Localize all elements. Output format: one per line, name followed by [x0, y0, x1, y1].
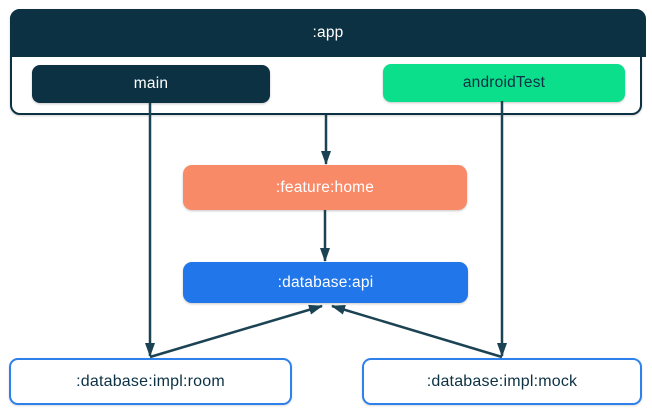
node-source-set-androidtest: androidTest — [383, 64, 625, 102]
node-app-header: :app — [10, 9, 646, 57]
androidtest-label: androidTest — [462, 74, 546, 91]
main-label: main — [133, 75, 169, 92]
database-api-label: :database:api — [277, 273, 374, 291]
node-source-set-main: main — [32, 65, 270, 103]
app-label: :app — [312, 24, 344, 41]
database-impl-mock-label: :database:impl:mock — [426, 372, 578, 390]
arrow-impl-mock-to-database-api — [331, 304, 503, 359]
feature-home-label: :feature:home — [275, 178, 375, 196]
arrow-impl-room-to-database-api — [149, 304, 323, 359]
node-database-impl-mock: :database:impl:mock — [362, 358, 642, 405]
node-database-api: :database:api — [183, 262, 468, 303]
database-impl-room-label: :database:impl:room — [76, 372, 225, 390]
node-feature-home: :feature:home — [183, 165, 467, 210]
node-database-impl-room: :database:impl:room — [9, 358, 292, 405]
